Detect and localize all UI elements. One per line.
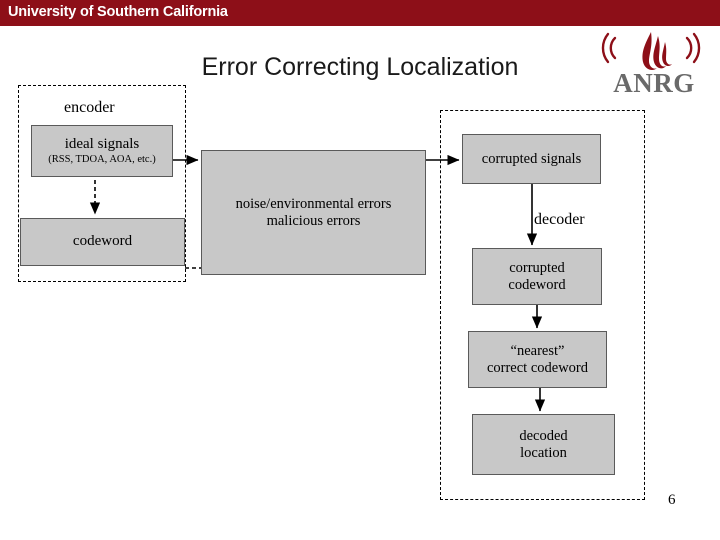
block-ideal-signals: ideal signals (RSS, TDOA, AOA, etc.) — [31, 125, 173, 177]
block-corrupted-codeword-line2: codeword — [508, 276, 566, 293]
block-nearest-correct-codeword-line2: correct codeword — [486, 359, 589, 376]
page-title: Error Correcting Localization — [201, 53, 519, 81]
block-noise-errors-line2: malicious errors — [266, 212, 361, 229]
block-corrupted-signals: corrupted signals — [462, 134, 601, 184]
block-corrupted-codeword-line1: corrupted — [509, 259, 565, 276]
decoder-group-frame — [440, 110, 645, 500]
block-decoded-location-line2: location — [520, 444, 567, 461]
encoder-label: encoder — [64, 99, 115, 116]
block-ideal-signals-line2: (RSS, TDOA, AOA, etc.) — [48, 153, 156, 165]
usc-header-bar: University of Southern California — [0, 0, 720, 26]
block-nearest-correct-codeword-line1: “nearest” — [510, 342, 565, 359]
block-decoded-location-line1: decoded — [519, 427, 568, 444]
block-noise-errors-line1: noise/environmental errors — [235, 195, 392, 212]
usc-wordmark: University of Southern California — [8, 4, 228, 20]
block-nearest-correct-codeword: “nearest” correct codeword — [468, 331, 607, 388]
decoder-label: decoder — [534, 211, 585, 228]
block-codeword: codeword — [20, 218, 185, 266]
slide-number: 6 — [668, 492, 676, 508]
anrg-logo-text: ANRG — [613, 68, 695, 98]
block-noise-errors: noise/environmental errors malicious err… — [201, 150, 426, 275]
block-codeword-line1: codeword — [72, 233, 133, 250]
encoder-group-frame — [18, 85, 186, 282]
block-decoded-location: decoded location — [472, 414, 615, 475]
block-corrupted-signals-line1: corrupted signals — [481, 150, 582, 167]
block-ideal-signals-line1: ideal signals — [64, 136, 140, 153]
block-corrupted-codeword: corrupted codeword — [472, 248, 602, 305]
anrg-logo: ANRG — [595, 28, 713, 98]
